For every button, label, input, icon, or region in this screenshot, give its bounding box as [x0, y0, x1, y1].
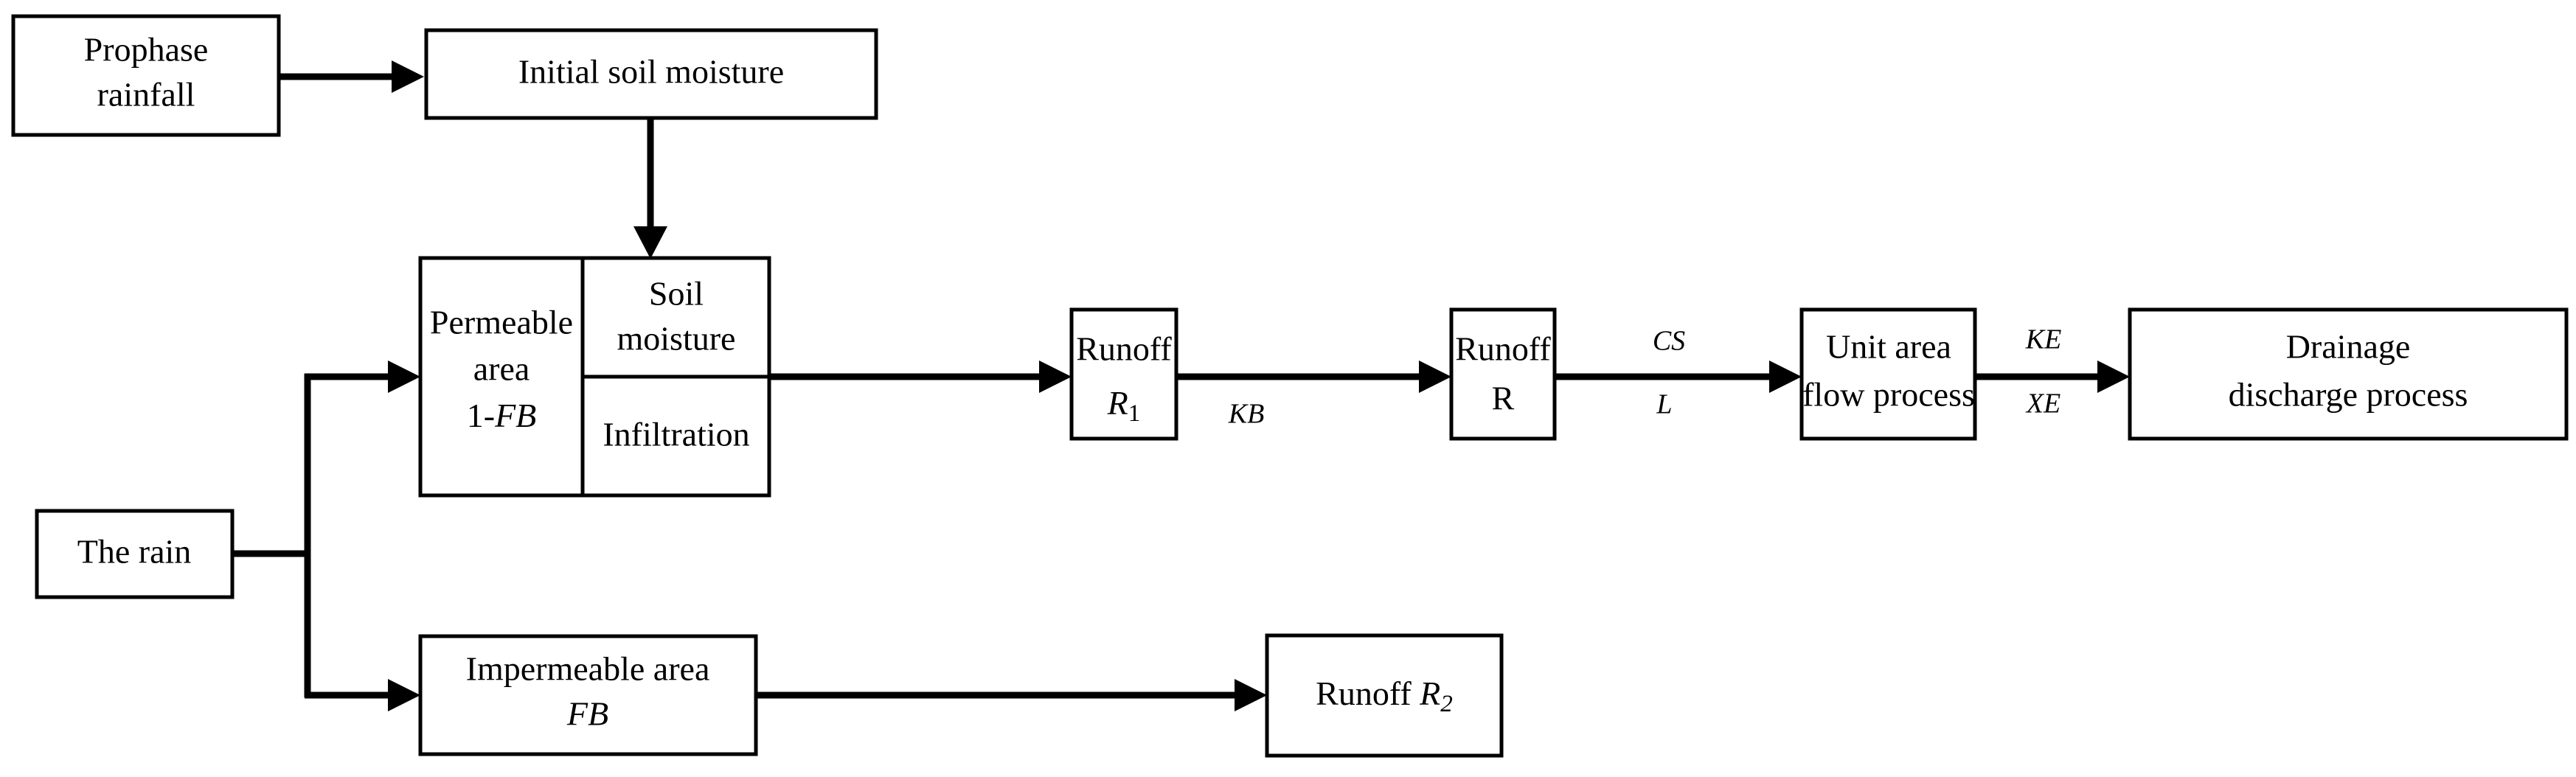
edge-rain-to-permeable [305, 360, 420, 393]
edge-label-cs: CS [1653, 326, 1685, 357]
permeable-area-label-line1: Permeable [430, 304, 573, 341]
edge-permeable-to-runoff-r1 [769, 360, 1072, 393]
runoff-r1-subscript: 1 [1128, 400, 1141, 427]
runoff-r2-label: Runoff R2 [1316, 675, 1453, 717]
impermeable-area-fb-variable: FB [566, 695, 608, 733]
arrow-head-icon [388, 679, 420, 711]
node-permeable-area-composite[interactable]: Permeable area 1-FB Soil moisture Infilt… [418, 256, 771, 498]
prophase-rainfall-label-line2: rainfall [97, 76, 195, 114]
node-prophase-rainfall[interactable]: Prophase rainfall [11, 14, 281, 137]
arrow-head-icon [1235, 679, 1267, 711]
node-permeable-area[interactable]: Permeable area 1-FB [430, 304, 573, 434]
unit-area-flow-label-line1: Unit area [1826, 328, 1951, 366]
edge-prophase-to-initial [279, 60, 424, 93]
impermeable-area-label-line1: Impermeable area [466, 650, 710, 688]
edge-label-xe: XE [2025, 388, 2061, 419]
arrow-head-icon [1419, 360, 1451, 393]
edge-rain-branch [232, 374, 311, 697]
runoff-r-label-line2: R [1492, 380, 1515, 417]
edge-unit-area-to-drainage [1975, 360, 2130, 393]
edge-runoff-r-to-unit-area [1555, 360, 1802, 393]
node-drainage-discharge-process[interactable]: Drainage discharge process [2128, 307, 2569, 441]
permeable-area-label-line2: area [473, 350, 530, 388]
arrow-head-icon [2097, 360, 2130, 393]
the-rain-label: The rain [77, 533, 192, 571]
runoff-r-label-line1: Runoff [1455, 330, 1551, 368]
drainage-discharge-label-line1: Drainage [2286, 328, 2411, 366]
node-soil-moisture[interactable]: Soil moisture [617, 275, 736, 358]
node-runoff-r2[interactable]: Runoff R2 [1265, 633, 1504, 758]
arrow-head-icon [1039, 360, 1072, 393]
arrow-head-icon [388, 360, 420, 393]
soil-moisture-label-line1: Soil [649, 275, 704, 313]
soil-moisture-label-line2: moisture [617, 320, 736, 358]
permeable-area-label-line3: 1-FB [467, 397, 537, 434]
initial-soil-moisture-label: Initial soil moisture [518, 53, 784, 91]
permeable-area-fraction-prefix: 1- [467, 397, 495, 434]
edge-initial-to-soilmoisture [633, 118, 667, 259]
unit-area-flow-label-line2: flow process [1802, 376, 1975, 414]
edge-label-ke: KE [2025, 324, 2062, 355]
runoff-r1-label-line1: Runoff [1076, 330, 1172, 368]
node-impermeable-area[interactable]: Impermeable area FB [418, 634, 758, 756]
runoff-r1-label-line2: R1 [1107, 384, 1141, 427]
arrow-head-icon [633, 226, 667, 259]
drainage-discharge-label-line2: discharge process [2229, 376, 2468, 414]
infiltration-label: Infiltration [603, 416, 749, 453]
arrow-head-icon [1769, 360, 1802, 393]
edge-label-kb: KB [1228, 399, 1265, 430]
runoff-r1-variable: R [1107, 384, 1128, 422]
node-infiltration[interactable]: Infiltration [603, 416, 749, 453]
permeable-area-fb-variable: FB [494, 397, 536, 434]
node-runoff-r1[interactable]: Runoff R1 [1069, 307, 1178, 441]
edge-label-l: L [1656, 389, 1672, 420]
runoff-r2-prefix: Runoff [1316, 675, 1420, 712]
runoff-r2-variable: R [1419, 675, 1440, 712]
node-unit-area-flow-process[interactable]: Unit area flow process [1799, 307, 1977, 441]
edge-impermeable-to-runoff-r2 [756, 679, 1267, 711]
runoff-r2-subscript: 2 [1440, 690, 1453, 717]
node-initial-soil-moisture[interactable]: Initial soil moisture [424, 28, 878, 120]
node-the-rain[interactable]: The rain [35, 509, 235, 599]
edge-rain-to-impermeable [305, 679, 420, 711]
edge-runoff-r1-to-runoff-r [1176, 360, 1451, 393]
node-runoff-r[interactable]: Runoff R [1449, 307, 1557, 441]
prophase-rainfall-label-line1: Prophase [84, 31, 209, 69]
arrow-head-icon [392, 60, 424, 93]
